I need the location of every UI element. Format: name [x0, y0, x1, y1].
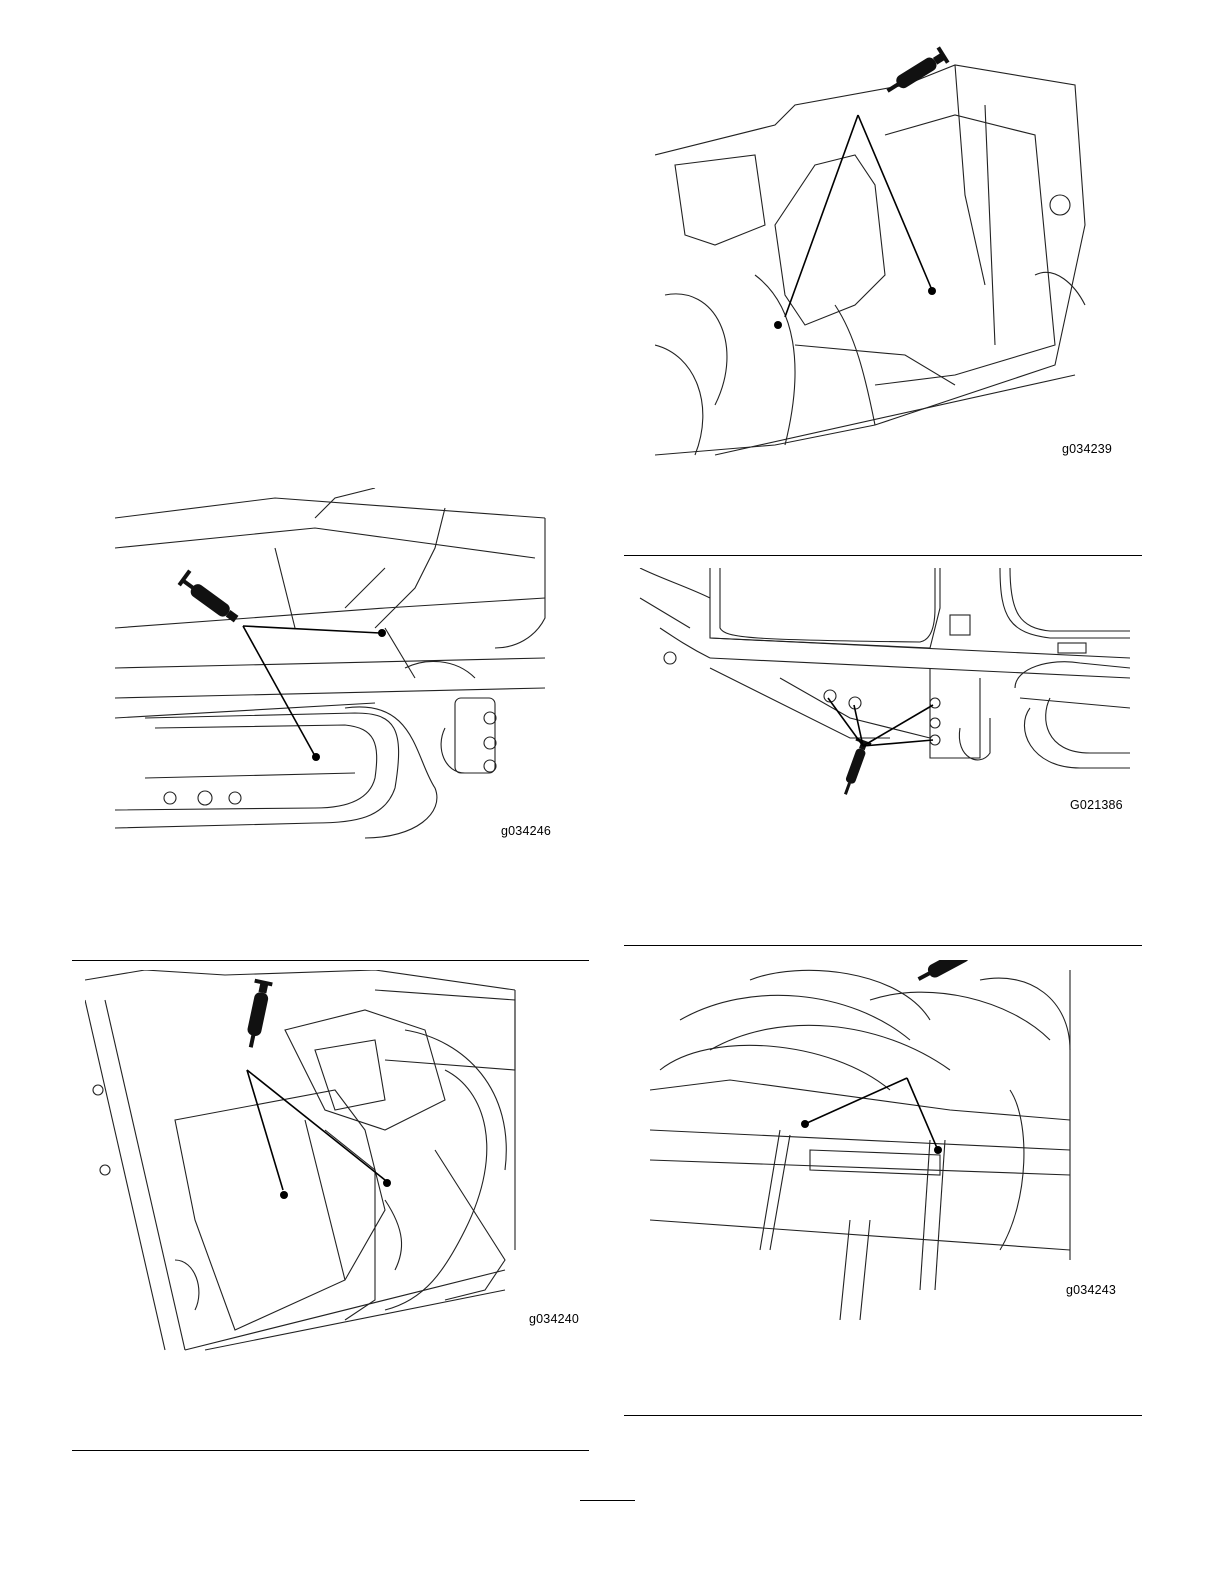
figure-g034240-drawing — [85, 970, 585, 1360]
figure-G021386: G021386 — [630, 568, 1130, 818]
grease-fitting-icon — [378, 629, 386, 637]
figure-id-label: g034243 — [1066, 1283, 1116, 1297]
figure-g034246: g034246 — [115, 488, 555, 848]
figure-id-label: g034246 — [501, 824, 551, 838]
grease-fitting-icon — [774, 321, 782, 329]
figure-g034243-drawing — [650, 960, 1130, 1320]
grease-fitting-icon — [312, 753, 320, 761]
figure-id-label: g034239 — [1062, 442, 1112, 456]
figure-G021386-drawing — [630, 568, 1130, 818]
grease-gun-icon — [914, 960, 982, 986]
divider-rule — [72, 1450, 589, 1451]
figure-id-label: G021386 — [1070, 798, 1123, 812]
page-number-rule — [580, 1500, 635, 1501]
figure-id-label: g034240 — [529, 1312, 579, 1326]
divider-rule — [72, 960, 589, 961]
grease-gun-icon — [241, 979, 273, 1049]
figure-g034239-drawing — [655, 45, 1095, 465]
grease-fitting-icon — [928, 287, 936, 295]
grease-fitting-icon — [383, 1179, 391, 1187]
grease-gun-icon — [837, 738, 872, 797]
divider-rule — [624, 945, 1142, 946]
figure-g034240: g034240 — [85, 970, 585, 1360]
figure-g034243: g034243 — [650, 960, 1130, 1320]
divider-rule — [624, 1415, 1142, 1416]
figure-g034246-drawing — [115, 488, 555, 848]
grease-fitting-icon — [801, 1120, 809, 1128]
grease-gun-icon — [177, 569, 243, 624]
grease-fitting-icon — [934, 1146, 942, 1154]
grease-fitting-icon — [280, 1191, 288, 1199]
figure-g034239: g034239 — [655, 45, 1095, 465]
grease-gun-icon — [882, 46, 949, 97]
divider-rule — [624, 555, 1142, 556]
